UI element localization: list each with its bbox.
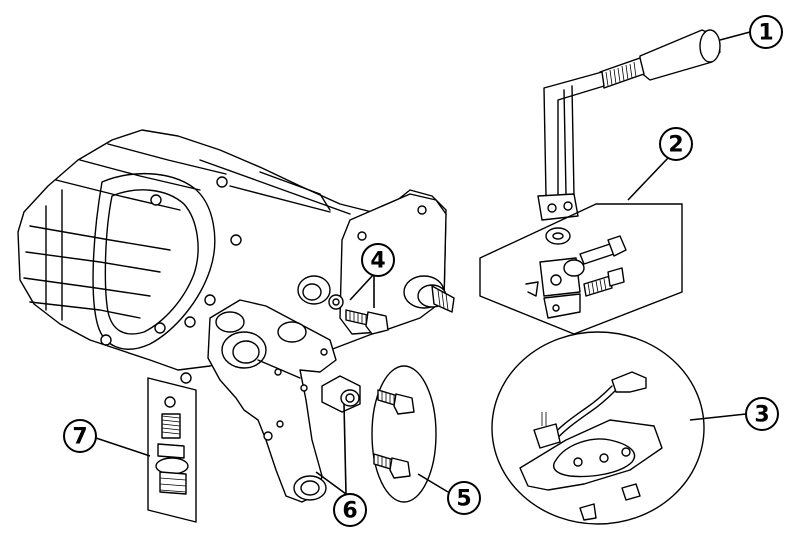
callout-2: 2 [659,127,693,161]
callout-7: 7 [63,419,97,453]
lever-base-panel [479,203,683,335]
cable-assembly-detail [491,331,705,525]
callout-1-label: 1 [758,21,773,46]
leader-lines [95,31,751,495]
callout-6-label: 6 [342,499,357,524]
callout-4-label: 4 [370,249,385,274]
shift-linkage-arm [207,299,361,503]
callout-4: 4 [361,243,395,277]
callout-5-label: 5 [456,487,471,512]
gearbox-housing [17,129,455,384]
callout-5: 5 [447,481,481,515]
callout-6: 6 [333,493,367,527]
callout-3: 3 [745,397,779,431]
detent-parts-panel [147,377,197,523]
callout-2-label: 2 [668,133,683,158]
shift-lever [537,29,721,221]
callout-1: 1 [749,15,783,49]
bolts-detail [371,365,437,503]
callout-3-label: 3 [754,403,769,428]
callout-7-label: 7 [72,425,87,450]
